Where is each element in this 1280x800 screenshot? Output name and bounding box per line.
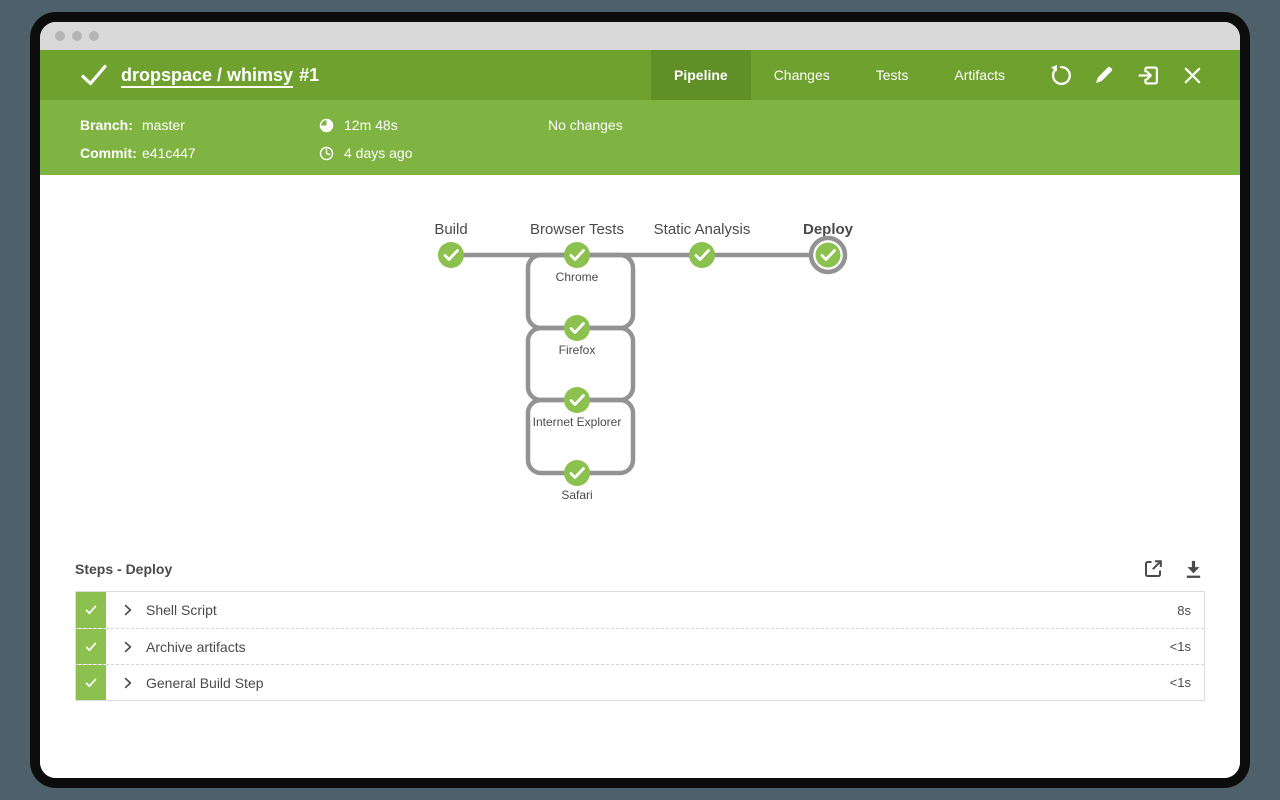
open-log-button[interactable] (1141, 557, 1165, 581)
branch-label-safari: Safari (561, 488, 592, 502)
node-static-analysis[interactable] (689, 242, 715, 268)
node-internet-explorer[interactable] (564, 387, 590, 413)
success-check-icon (81, 64, 107, 86)
completed-time: 4 days ago (344, 145, 413, 161)
window-titlebar (40, 22, 1240, 50)
pipeline-graph: Build Browser Tests Static Analysis Depl… (434, 221, 854, 502)
node-build[interactable] (438, 242, 464, 268)
run-header: dropspace / whimsy#1 Pipeline Changes Te… (40, 50, 1240, 100)
pipeline-name-link[interactable]: dropspace / whimsy (121, 64, 294, 88)
window-dot-icon[interactable] (72, 31, 82, 41)
branch-label-firefox: Firefox (559, 343, 596, 357)
node-safari[interactable] (564, 460, 590, 486)
check-icon (85, 642, 97, 651)
duration-timer-icon (319, 118, 334, 132)
run-title[interactable]: dropspace / whimsy#1 (121, 64, 320, 88)
branch-value: master (142, 117, 185, 133)
pencil-icon (1096, 66, 1113, 83)
stage-label-static-analysis: Static Analysis (654, 221, 751, 238)
run-number: #1 (299, 64, 320, 85)
download-icon (1186, 560, 1200, 578)
step-success-badge (76, 665, 106, 700)
chevron-right-icon[interactable] (120, 602, 136, 618)
steps-section: Steps - Deploy (75, 556, 1205, 701)
tab-pipeline[interactable]: Pipeline (651, 50, 751, 100)
clock-icon (319, 146, 334, 160)
external-link-icon (1145, 560, 1162, 577)
rerun-button[interactable] (1038, 50, 1082, 100)
step-row-general-build-step[interactable]: General Build Step <1s (76, 664, 1204, 700)
step-row-archive-artifacts[interactable]: Archive artifacts <1s (76, 628, 1204, 664)
changes-text: No changes (548, 117, 623, 133)
run-info-bar: Branch: master Commit: e41c447 12m 48s (40, 100, 1240, 175)
tab-artifacts[interactable]: Artifacts (954, 67, 1005, 83)
node-deploy-selected[interactable] (808, 235, 848, 275)
node-firefox[interactable] (564, 315, 590, 341)
header-actions (1028, 50, 1240, 100)
branch-label-chrome: Chrome (556, 270, 599, 284)
download-log-button[interactable] (1181, 557, 1205, 581)
node-chrome[interactable] (564, 242, 590, 268)
rerun-icon (1050, 64, 1071, 85)
tab-changes[interactable]: Changes (773, 67, 830, 83)
branch-label-internet-explorer: Internet Explorer (533, 415, 622, 429)
steps-title: Steps - Deploy (75, 561, 173, 577)
step-label: General Build Step (146, 674, 264, 691)
go-to-classic-button[interactable] (1126, 50, 1170, 100)
app-window: dropspace / whimsy#1 Pipeline Changes Te… (30, 12, 1250, 788)
step-success-badge (76, 629, 106, 664)
edit-button[interactable] (1082, 50, 1126, 100)
commit-label: Commit: (80, 145, 137, 161)
commit-value: e41c447 (142, 145, 196, 161)
chevron-right-icon[interactable] (120, 639, 136, 655)
chevron-right-icon[interactable] (120, 675, 136, 691)
step-label: Shell Script (146, 602, 217, 618)
stage-label-build: Build (434, 221, 467, 238)
step-label: Archive artifacts (146, 638, 246, 655)
pipeline-content: Build Browser Tests Static Analysis Depl… (40, 175, 1240, 778)
check-icon (85, 678, 97, 687)
window-dot-icon[interactable] (55, 31, 65, 41)
step-duration: <1s (1169, 639, 1191, 654)
branch-label: Branch: (80, 117, 133, 133)
step-success-badge (76, 592, 106, 628)
exit-icon (1138, 65, 1158, 85)
timing-column: 12m 48s 4 days ago (318, 111, 548, 175)
branch-commit-column: Branch: master Commit: e41c447 (80, 111, 318, 175)
steps-table: Shell Script 8s Archive artifacts <1s (75, 591, 1205, 701)
window-dot-icon[interactable] (89, 31, 99, 41)
step-row-shell-script[interactable]: Shell Script 8s (76, 592, 1204, 628)
close-icon (1184, 67, 1200, 83)
changes-column: No changes (548, 111, 623, 175)
header-tabs: Pipeline Changes Tests Artifacts (651, 50, 1028, 100)
close-button[interactable] (1170, 50, 1214, 100)
tab-tests[interactable]: Tests (875, 67, 909, 83)
steps-header: Steps - Deploy (75, 556, 1205, 582)
stage-label-browser-tests: Browser Tests (530, 221, 624, 238)
duration-value: 12m 48s (344, 117, 398, 133)
steps-toolbar (1125, 557, 1205, 581)
check-icon (85, 605, 97, 615)
stage-label-deploy: Deploy (803, 221, 854, 238)
step-duration: 8s (1177, 602, 1191, 618)
step-duration: <1s (1169, 675, 1191, 690)
